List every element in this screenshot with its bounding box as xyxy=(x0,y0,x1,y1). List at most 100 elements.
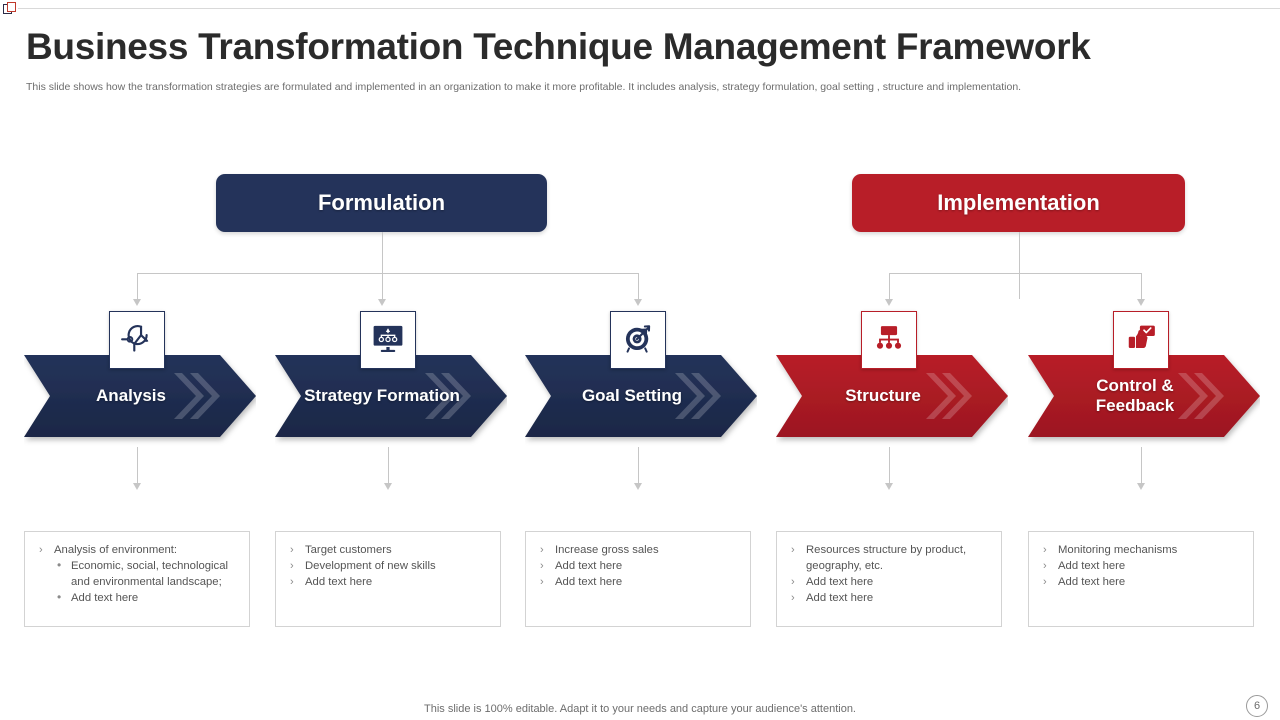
note-item-text: Add text here xyxy=(71,592,139,604)
implementation-connector-drop-1 xyxy=(1141,273,1142,299)
stage-note-arrowhead-goal-setting xyxy=(634,483,642,490)
formulation-connector-arrowhead-1 xyxy=(378,299,386,306)
note-list-control-feedback: ›Monitoring mechanisms›Add text here›Add… xyxy=(1039,542,1245,590)
note-item: › Analysis of environment: xyxy=(35,542,241,558)
note-item: › Development of new skills xyxy=(286,558,492,574)
note-item-text: Economic, social, technological and envi… xyxy=(71,560,228,588)
implementation-connector-bus xyxy=(889,273,1141,274)
note-bullet-icon: › xyxy=(1043,560,1047,572)
stage-note-connector-structure xyxy=(889,447,890,483)
stage-icon-tile-structure[interactable] xyxy=(861,311,917,369)
note-box-structure[interactable]: › Resources structure by product, geograp… xyxy=(776,531,1002,627)
stage-icon-tile-goal-setting[interactable] xyxy=(610,311,666,369)
note-item-text: Add text here xyxy=(305,576,373,588)
note-bullet-icon: › xyxy=(791,544,795,556)
formulation-connector-drop-2 xyxy=(638,273,639,299)
stage-note-arrowhead-control-feedback xyxy=(1137,483,1145,490)
note-box-goal-setting[interactable]: › Increase gross sales › Add text here › Add … xyxy=(525,531,751,627)
note-item-text: Increase gross sales xyxy=(555,544,659,556)
stage-note-connector-analysis xyxy=(137,447,138,483)
target-dart-icon xyxy=(620,320,656,361)
note-item: • Economic, social, technological and env… xyxy=(35,558,241,590)
note-bullet-icon: › xyxy=(540,576,544,588)
note-item-text: Resources structure by product, geograph… xyxy=(806,544,967,572)
note-item-text: Analysis of environment: xyxy=(54,544,178,556)
page-number-badge: 6 xyxy=(1246,695,1268,717)
note-item: › Resources structure by product, geograp… xyxy=(787,542,993,574)
page-subtitle: This slide shows how the transformation … xyxy=(26,81,1022,93)
note-list-structure: › Resources structure by product, geograp… xyxy=(787,542,993,606)
note-bullet-icon: • xyxy=(57,558,62,572)
note-item-text: Monitoring mechanisms xyxy=(1058,544,1178,556)
implementation-connector-drop-0 xyxy=(889,273,890,299)
note-bullet-icon: › xyxy=(290,544,294,556)
formulation-connector-drop-1 xyxy=(382,273,383,299)
formulation-connector-drop-0 xyxy=(137,273,138,299)
note-item: • Add text here xyxy=(35,590,241,606)
note-bullet-icon: › xyxy=(39,544,43,556)
note-bullet-icon: • xyxy=(57,590,62,604)
note-item: › Add text here xyxy=(286,574,492,590)
note-item: › Monitoring mechanisms xyxy=(1039,542,1245,558)
page-title: Business Transformation Technique Manage… xyxy=(26,26,1091,67)
stage-icon-tile-control-feedback[interactable] xyxy=(1113,311,1169,369)
note-item: › Target customers xyxy=(286,542,492,558)
note-item-text: Development of new skills xyxy=(305,560,436,572)
note-item: › Add text here xyxy=(536,574,742,590)
formulation-connector-stem xyxy=(382,232,383,273)
note-box-strategy-formation[interactable]: › Target customers › Development of new ski… xyxy=(275,531,501,627)
stage-note-connector-goal-setting xyxy=(638,447,639,483)
stage-note-arrowhead-analysis xyxy=(133,483,141,490)
note-item: › Add text here xyxy=(1039,558,1245,574)
stage-note-arrowhead-strategy-formation xyxy=(384,483,392,490)
note-bullet-icon: › xyxy=(791,592,795,604)
note-item: › Add text here xyxy=(787,590,993,606)
group-header-implementation[interactable]: Implementation xyxy=(852,174,1185,232)
stage-icon-tile-analysis[interactable] xyxy=(109,311,165,369)
note-item-text: Target customers xyxy=(305,544,392,556)
stage-icon-tile-strategy-formation[interactable] xyxy=(360,311,416,369)
stage-note-arrowhead-structure xyxy=(885,483,893,490)
monitor-orgchart-icon xyxy=(370,320,406,361)
implementation-connector-arrowhead-1 xyxy=(1137,299,1145,306)
note-list-analysis: › Analysis of environment: • Economic, soci… xyxy=(35,542,241,606)
note-item: › Add text here xyxy=(787,574,993,590)
hierarchy-structure-icon xyxy=(872,321,906,360)
formulation-connector-arrowhead-2 xyxy=(634,299,642,306)
slide-corner-marker xyxy=(3,2,17,16)
note-bullet-icon: › xyxy=(540,560,544,572)
stage-note-connector-control-feedback xyxy=(1141,447,1142,483)
implementation-connector-stem xyxy=(1019,232,1020,273)
magnifier-gauge-icon xyxy=(119,320,155,361)
note-list-goal-setting: › Increase gross sales › Add text here › Add … xyxy=(536,542,742,590)
note-item: › Increase gross sales xyxy=(536,542,742,558)
top-divider xyxy=(18,8,1280,9)
note-box-control-feedback[interactable]: ›Monitoring mechanisms›Add text here›Add… xyxy=(1028,531,1254,627)
footer-note: This slide is 100% editable. Adapt it to… xyxy=(424,703,856,715)
note-bullet-icon: › xyxy=(290,560,294,572)
note-item: › Add text here xyxy=(536,558,742,574)
note-item-text: Add text here xyxy=(1058,560,1126,572)
implementation-connector-arrowhead-0 xyxy=(885,299,893,306)
group-header-formulation-label: Formulation xyxy=(317,190,446,215)
note-item-text: Add text here xyxy=(806,576,874,588)
group-header-formulation[interactable]: Formulation xyxy=(216,174,547,232)
thumbs-up-check-icon xyxy=(1124,321,1158,360)
note-item-text: Add text here xyxy=(555,560,623,572)
note-item-text: Add text here xyxy=(555,576,623,588)
note-item-text: Add text here xyxy=(806,592,874,604)
implementation-connector-center-drop xyxy=(1019,273,1020,299)
stage-note-connector-strategy-formation xyxy=(388,447,389,483)
formulation-connector-arrowhead-0 xyxy=(133,299,141,306)
note-bullet-icon: › xyxy=(290,576,294,588)
note-bullet-icon: › xyxy=(540,544,544,556)
formulation-connector-bus xyxy=(137,273,638,274)
note-list-strategy-formation: › Target customers › Development of new ski… xyxy=(286,542,492,590)
group-header-implementation-label: Implementation xyxy=(937,190,1100,215)
note-bullet-icon: › xyxy=(1043,576,1047,588)
note-box-analysis[interactable]: › Analysis of environment: • Economic, soci… xyxy=(24,531,250,627)
note-bullet-icon: › xyxy=(1043,544,1047,556)
note-item: ›Add text here xyxy=(1039,574,1245,590)
note-bullet-icon: › xyxy=(791,576,795,588)
